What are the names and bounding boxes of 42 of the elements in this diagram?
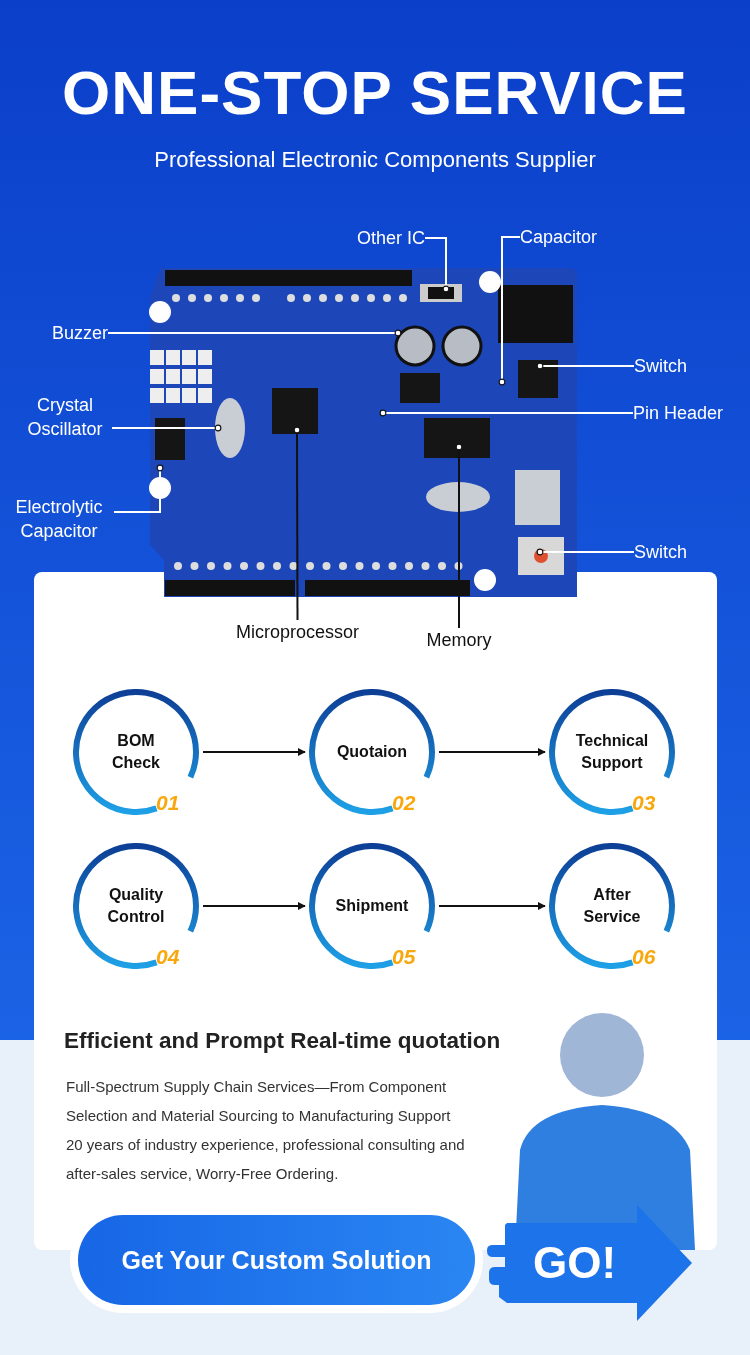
arrow [202,748,306,756]
part-label: Microprocessor [220,620,375,644]
step-number: 03 [632,791,656,815]
step-label: Shipment [334,896,410,916]
subtitle: Professional Electronic Components Supplier [153,146,597,174]
step-number: 02 [392,791,416,815]
part-label: Capacitor [520,225,615,249]
go-arrow-button: GO! [487,1205,692,1321]
arrow [438,902,546,910]
leader-line [293,426,301,621]
leader-line [498,236,521,386]
description-text: 20 years of industry experience, professional consulting and after-sales service, Worry-Free Ordering. [66,1135,466,1184]
arrow [202,902,306,910]
leader-line [111,424,222,432]
part-label: Memory [415,628,503,652]
part-label: Electrolytic Capacitor [4,495,114,543]
leader-line [536,548,635,556]
part-label: Other IC [335,226,425,250]
part-label: Switch [634,354,704,378]
title: ONE-STOP SERVICE [61,58,689,128]
step-label: Quotaion [335,742,409,762]
arrow [438,748,546,756]
description-text: Full-Spectrum Supply Chain Services—From Component Selection and Material Sourcing to Manufacturing Support [66,1077,452,1126]
step-label: Quality Control [106,885,166,927]
step-label: Technical Support [574,731,650,773]
leader-line [536,362,635,370]
part-label: Switch [634,540,704,564]
step-label: After Service [582,885,642,927]
step-label: BOM Check [111,731,161,773]
leader-line [107,329,402,337]
step-number: 05 [392,945,416,969]
step-number: 06 [632,945,656,969]
part-label: Pin Header [633,401,743,425]
section-heading: Efficient and Prompt Real-time quotation [64,1027,502,1055]
step-number: 04 [156,945,180,969]
leader-line [113,464,164,513]
step-number: 01 [156,791,180,815]
part-label: Crystal Oscillator [18,393,112,441]
leader-line [424,237,450,293]
leader-line [455,443,463,629]
part-label: Buzzer [30,321,108,345]
leader-line [379,409,634,417]
